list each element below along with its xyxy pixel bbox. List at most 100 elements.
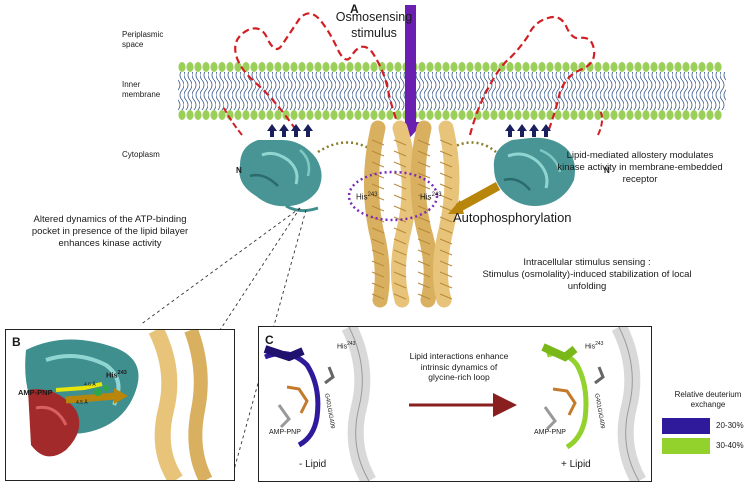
- helix-stripe: [393, 183, 407, 190]
- glycine-loop-annotation: Lipid interactions enhance intrinsic dyn…: [399, 351, 519, 383]
- lipid-head: [234, 62, 242, 72]
- helix-stripe: [417, 282, 431, 289]
- periplasmic-space-label: Periplasmic space: [122, 30, 163, 50]
- periplasmic-loop-left: [234, 12, 404, 136]
- lipid-head: [362, 110, 370, 120]
- membrane-contact-arrows-left: [267, 124, 313, 137]
- helix-stripe: [393, 227, 407, 234]
- lipid-head: [250, 110, 258, 120]
- lipid-head: [538, 110, 546, 120]
- helix-stripe: [417, 161, 431, 168]
- lipid-head: [306, 62, 314, 72]
- lipid-head: [266, 110, 274, 120]
- helix-stripe: [417, 249, 431, 256]
- lipid-allostery-line1: Lipid-mediated allostery modulates: [566, 150, 714, 161]
- lipid-head: [554, 62, 562, 72]
- lipid-head: [290, 110, 298, 120]
- helix-stripe: [439, 238, 453, 245]
- lipid-head: [562, 62, 570, 72]
- panel-label-b: B: [12, 335, 21, 349]
- helix-stripe: [371, 139, 385, 146]
- his243-label-b: His243: [106, 370, 127, 380]
- lipid-head: [514, 110, 522, 120]
- helix-stripe: [371, 161, 385, 168]
- lipid-head: [658, 110, 666, 120]
- lipid-head: [714, 110, 722, 120]
- atp-pocket-line3: enhances kinase activity: [58, 237, 162, 249]
- panel-c-structures: [263, 327, 647, 481]
- lipid-head: [178, 62, 186, 72]
- n-terminus-left: N: [236, 166, 242, 175]
- his-left-text: His: [356, 192, 368, 202]
- lipid-head: [538, 62, 546, 72]
- up-arrow-icon: [529, 124, 539, 137]
- his-b-text: His: [106, 370, 118, 380]
- lipid-head: [202, 110, 210, 120]
- his243-right-label: His243: [420, 192, 442, 203]
- lipid-head: [658, 62, 666, 72]
- lipid-head: [346, 110, 354, 120]
- lipid-heads-bottom: [178, 110, 722, 120]
- helix-stripe: [439, 172, 453, 179]
- lipid-head: [522, 110, 530, 120]
- lipid-head: [698, 62, 706, 72]
- helix-stripe: [393, 150, 407, 157]
- lipid-head: [482, 110, 490, 120]
- lipid-head: [690, 110, 698, 120]
- lipid-allostery-annotation: Lipid-mediated allostery modulates kinas…: [530, 150, 750, 186]
- helix-stripe: [393, 271, 407, 278]
- lipid-head: [522, 62, 530, 72]
- helix-stripe: [371, 183, 385, 190]
- helix-stripe: [371, 227, 385, 234]
- lipid-head: [450, 110, 458, 120]
- lipid-head: [626, 62, 634, 72]
- his-c-left-sup: 243: [347, 341, 356, 347]
- lipid-head: [458, 62, 466, 72]
- lipid-head: [570, 110, 578, 120]
- lipid-head: [434, 62, 442, 72]
- autophosphorylation-arrow: [448, 182, 501, 214]
- lipid-head: [450, 62, 458, 72]
- lipid-head: [418, 110, 426, 120]
- lipid-head: [482, 62, 490, 72]
- lipid-head: [314, 62, 322, 72]
- lipid-head: [290, 62, 298, 72]
- legend-title: Relative deuterium exchange: [662, 390, 754, 410]
- lipid-head: [234, 110, 242, 120]
- lipid-head: [530, 62, 538, 72]
- lipid-head: [314, 110, 322, 120]
- lipid-allostery-line3: receptor: [622, 173, 658, 185]
- lipid-head: [226, 110, 234, 120]
- atp-pocket-line2: pocket in presence of the lipid bilayer: [31, 225, 189, 237]
- helix-ribbon-stripes: [371, 139, 453, 300]
- lipid-head: [634, 62, 642, 72]
- panel-b: B AMP-PNP His243 4.6 Å 4.5 Å: [5, 329, 235, 481]
- helix-stripe: [393, 249, 407, 256]
- inner-membrane-label: Inner membrane: [122, 80, 160, 100]
- lipid-head: [650, 62, 658, 72]
- ampnp-label-c-left: AMP-PNP: [269, 429, 301, 436]
- distance-label-1: 4.6 Å: [84, 382, 96, 388]
- lipid-head: [690, 62, 698, 72]
- up-arrow-icon: [291, 124, 301, 137]
- lipid-head: [546, 62, 554, 72]
- up-arrow-icon: [541, 124, 551, 137]
- lipid-head: [202, 62, 210, 72]
- helix-stripe: [393, 161, 407, 168]
- lipid-head: [282, 62, 290, 72]
- autophosphorylation-label: Autophosphorylation: [453, 210, 572, 225]
- intracellular-line3: unfolding: [567, 280, 607, 292]
- lipid-head: [266, 62, 274, 72]
- lipid-head: [490, 62, 498, 72]
- lipid-head: [458, 110, 466, 120]
- his243-label-c-right: His243: [585, 341, 603, 352]
- panel-b-structure: [25, 330, 213, 480]
- atp-pocket-line1: Altered dynamics of the ATP-binding: [33, 214, 187, 225]
- helix-stripe: [393, 216, 407, 223]
- helix-stripe: [371, 172, 385, 179]
- loop-text-line2: intrinsic dynamics of: [420, 361, 498, 372]
- lipid-head: [442, 110, 450, 120]
- helix-stripe: [417, 216, 431, 223]
- his-c-right-sup: 243: [595, 341, 604, 347]
- up-arrow-icon: [279, 124, 289, 137]
